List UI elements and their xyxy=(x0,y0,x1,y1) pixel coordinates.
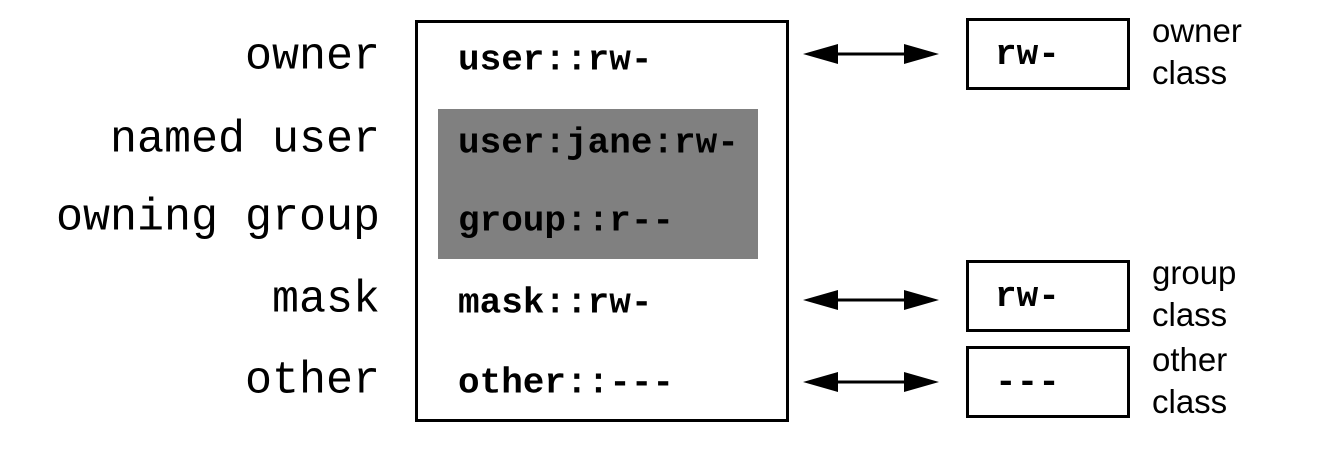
role-label-other: other xyxy=(244,355,380,407)
group-class-label-line2: class xyxy=(1152,296,1228,333)
owner-class-box: rw- xyxy=(966,18,1130,90)
other-class-label: other class xyxy=(1152,339,1227,423)
acl-entry-named-user: user:jane:rw- xyxy=(458,122,739,164)
owner-class-permissions: rw- xyxy=(995,33,1060,75)
role-label-mask: mask xyxy=(271,274,380,326)
double-arrow-icon xyxy=(803,44,939,64)
double-arrow-icon xyxy=(803,372,939,392)
owner-class-label: owner class xyxy=(1152,10,1242,94)
group-class-highlight xyxy=(438,109,758,259)
acl-entry-owner: user::rw- xyxy=(458,39,653,81)
role-label-named-user: named user xyxy=(109,114,380,166)
double-arrow-icon xyxy=(803,290,939,310)
acl-entries-box: user::rw- user:jane:rw- group::r-- mask:… xyxy=(415,20,789,422)
owner-class-label-line1: owner xyxy=(1152,12,1242,49)
role-label-owner: owner xyxy=(244,31,380,83)
owner-class-label-line2: class xyxy=(1152,54,1228,91)
other-class-box: --- xyxy=(966,346,1130,418)
other-class-label-line1: other xyxy=(1152,341,1228,378)
other-class-label-line2: class xyxy=(1152,383,1228,420)
acl-entry-other: other::--- xyxy=(458,362,675,404)
acl-entry-mask: mask::rw- xyxy=(458,282,653,324)
role-label-owning-group: owning group xyxy=(55,192,380,244)
group-class-label: group class xyxy=(1152,252,1236,336)
group-class-label-line1: group xyxy=(1152,254,1237,291)
group-class-box: rw- xyxy=(966,260,1130,332)
acl-entry-owning-group: group::r-- xyxy=(458,200,675,242)
other-class-permissions: --- xyxy=(995,361,1060,403)
group-class-permissions: rw- xyxy=(995,275,1060,317)
